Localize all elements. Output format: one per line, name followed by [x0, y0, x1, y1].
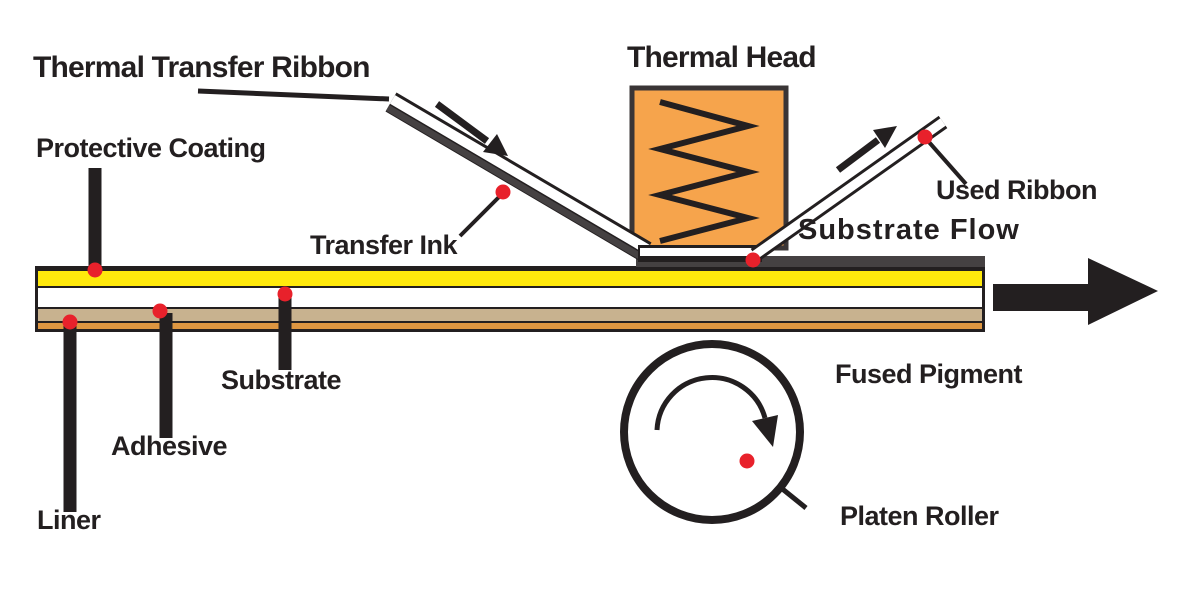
ribbon-in-arrow-shaft [434, 101, 490, 144]
ink-connector [458, 194, 502, 238]
layer-substrate [38, 288, 982, 307]
heater-zigzag-icon [648, 99, 760, 244]
fused-pigment-band [636, 256, 985, 267]
thermal-head-box [629, 85, 789, 251]
marker-dot-liner [62, 314, 78, 330]
fresh-ribbon-ink-layer [386, 105, 645, 261]
used-ribbon-label: Used Ribbon [936, 175, 1098, 205]
adhesive-label: Adhesive [111, 431, 228, 461]
platen-roller-label: Platen Roller [840, 501, 999, 531]
ribbon-out-arrow-shaft [835, 137, 881, 173]
substrate-flow-arrow-icon [993, 258, 1158, 325]
marker-dot-protective-coating [87, 262, 103, 278]
platen-roller-circle [620, 340, 804, 524]
fused-pigment-label: Fused Pigment [835, 359, 1023, 389]
marker-dot-substrate [277, 286, 293, 302]
fresh-ribbon-film [390, 95, 650, 254]
layer-adhesive [38, 309, 982, 321]
title-connector-line [197, 88, 390, 102]
marker-dot-ink [495, 184, 511, 200]
marker-dot-used-ribbon [917, 129, 933, 145]
marker-dot-platen-roller [739, 453, 755, 469]
rotation-arrowhead-icon [752, 415, 778, 447]
ribbon-in-arrowhead-icon [483, 134, 508, 156]
used-ribbon-connector [926, 139, 968, 186]
marker-dot-fused-pigment [745, 252, 761, 268]
layer-liner [38, 323, 982, 329]
layer-protective-coating [38, 271, 982, 286]
ribbon-out-arrowhead-icon [873, 126, 897, 148]
substrate-flow-label: Substrate Flow [798, 214, 1020, 246]
used-ribbon-film [752, 118, 946, 259]
liner-label: Liner [37, 505, 101, 535]
diagram-title: Thermal Transfer Ribbon [33, 51, 370, 84]
substrate-label: Substrate [221, 365, 342, 395]
marker-dot-adhesive [152, 303, 168, 319]
ribbon-nip-film [640, 248, 759, 256]
rotation-arc [654, 374, 768, 431]
ink-label: Transfer Ink [310, 230, 458, 260]
thermal-head-label: Thermal Head [627, 41, 817, 74]
protective-coating-label: Protective Coating [36, 133, 266, 163]
